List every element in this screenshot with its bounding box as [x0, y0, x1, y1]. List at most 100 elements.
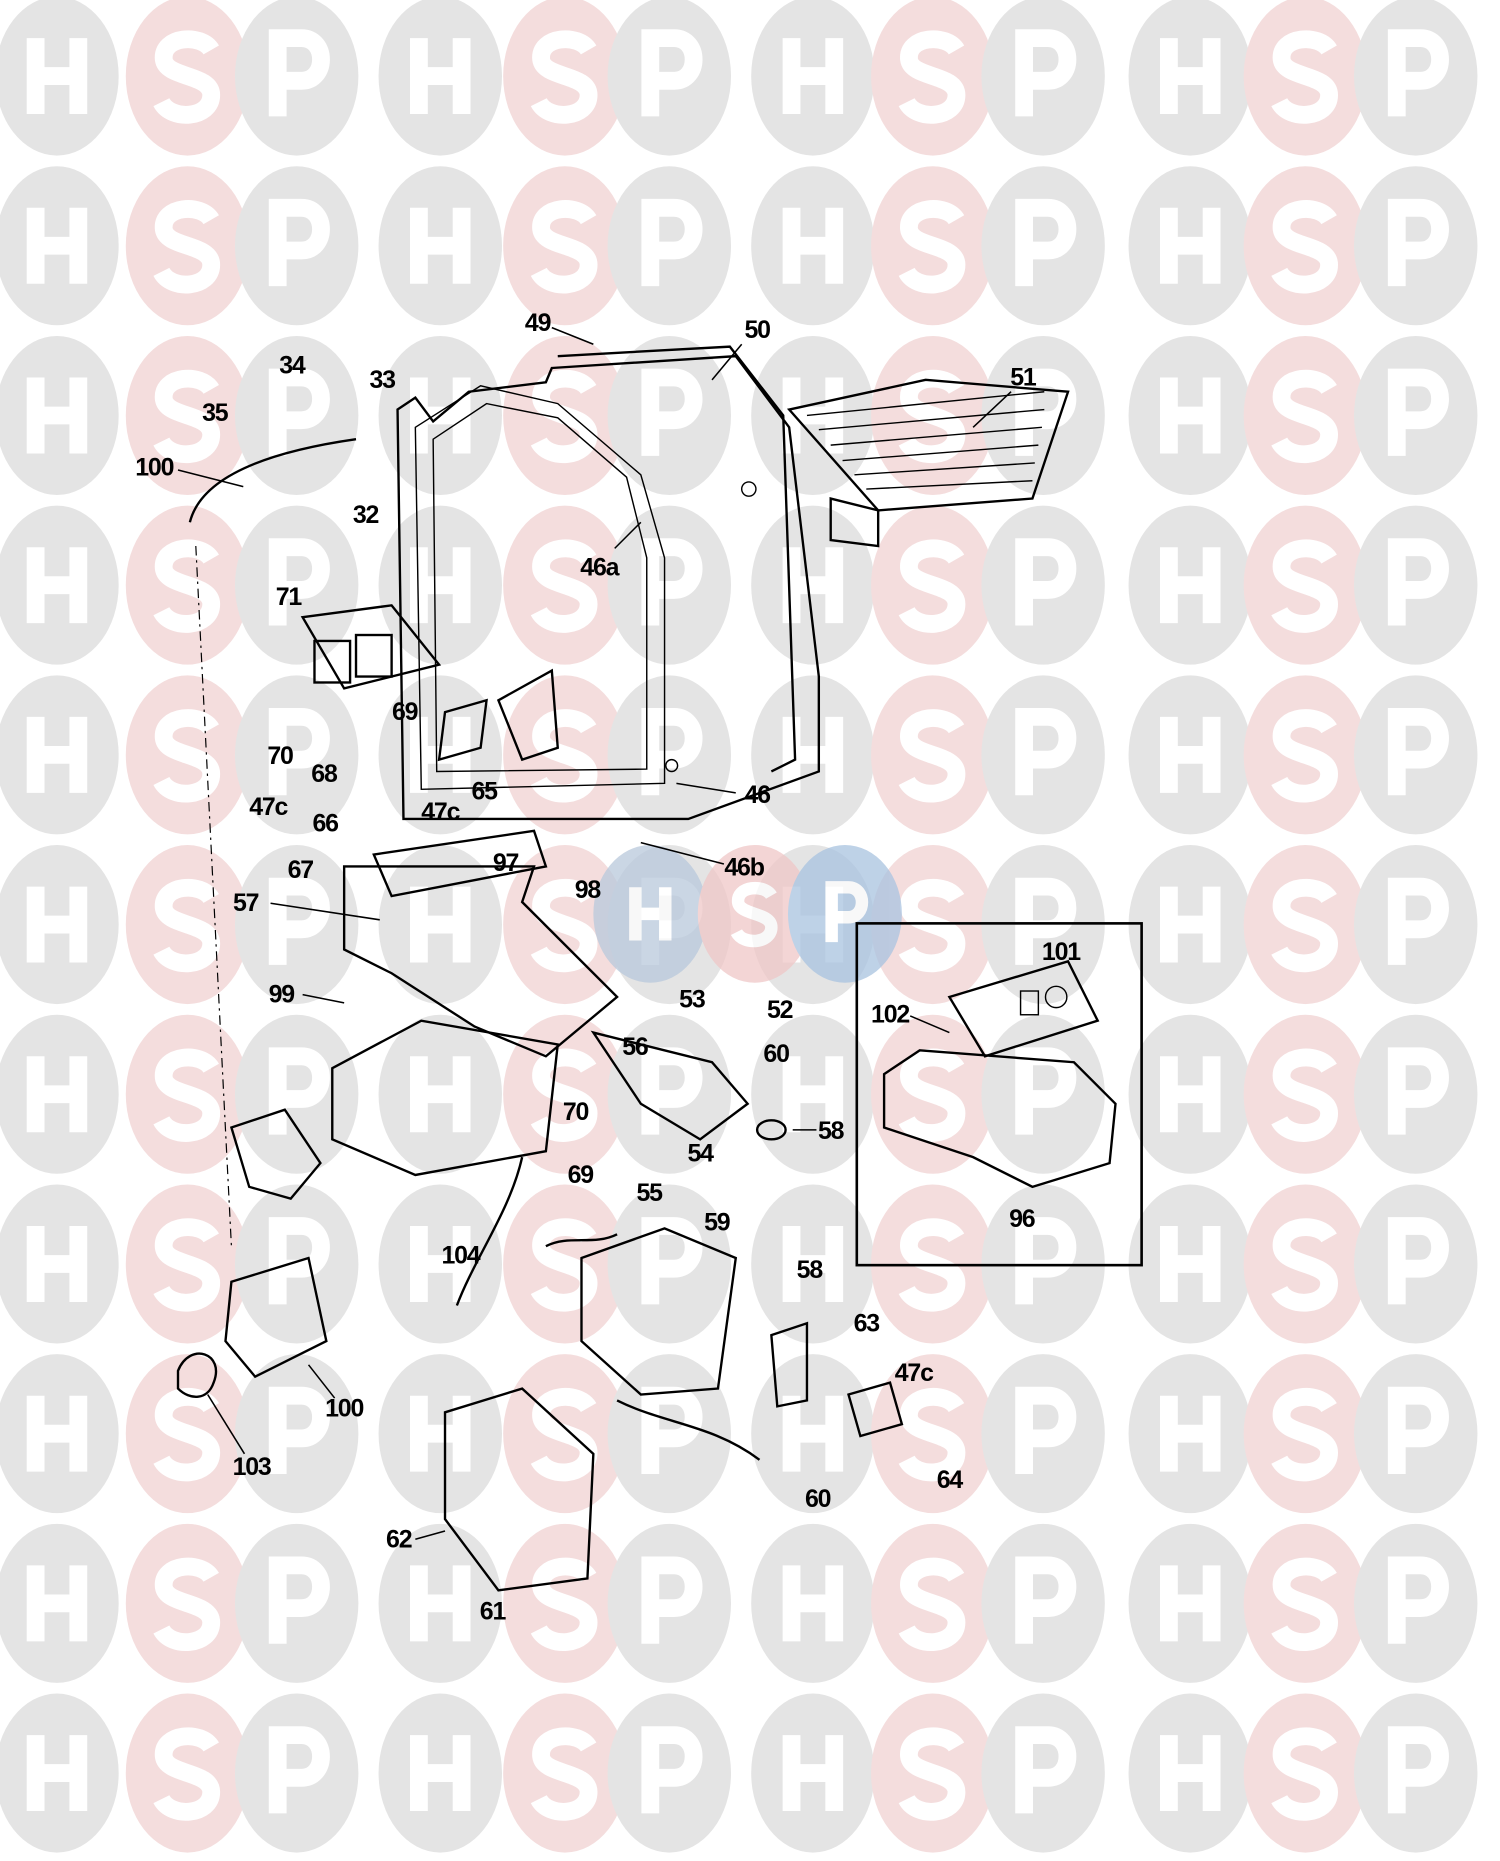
watermark-letter-p-icon — [641, 368, 703, 456]
label-102: 102 — [871, 1001, 909, 1029]
watermark-letter-s-icon — [1271, 1557, 1339, 1651]
watermark-letter-s-icon — [530, 539, 598, 633]
watermark-letter-h-icon — [782, 1565, 844, 1642]
watermark-letter-s-icon — [898, 1727, 966, 1821]
watermark-letter-p-icon — [1387, 29, 1449, 117]
watermark-letter-p-icon — [1015, 1556, 1077, 1644]
watermark-letter-h-icon — [26, 1056, 88, 1133]
label-65: 65 — [472, 778, 499, 806]
label-70: 70 — [267, 742, 293, 770]
watermark-letter-s-icon — [530, 200, 598, 294]
label-33: 33 — [369, 366, 395, 394]
burner-assembly — [786, 378, 1070, 548]
valve-cover — [443, 1387, 595, 1592]
watermark-letter-p-icon — [1015, 877, 1077, 965]
watermark-letter-s-icon — [1271, 369, 1339, 464]
label-58: 58 — [818, 1117, 845, 1145]
label-50: 50 — [744, 316, 770, 344]
part-labels: 49 50 51 34 33 35 100 32 46a 71 69 70 68… — [135, 309, 1082, 1626]
watermark-letter-s-icon — [153, 369, 221, 464]
watermark-letter-s-icon — [153, 1557, 221, 1651]
watermark-letter-s-icon — [1271, 709, 1339, 803]
watermark-letter-s-icon — [530, 1218, 598, 1312]
watermark-letter-h-icon — [782, 1225, 844, 1302]
watermark-letter-s-icon — [530, 1727, 598, 1821]
label-51: 51 — [1010, 363, 1037, 391]
label-68: 68 — [311, 760, 338, 788]
watermark-letter-p-icon — [268, 368, 330, 456]
watermark-letter-h-icon — [782, 38, 844, 115]
watermark-letter-h-icon — [1160, 547, 1221, 624]
logo-letter-s-icon — [730, 881, 778, 948]
label-47c: 47c — [895, 1359, 934, 1387]
label-34: 34 — [279, 352, 306, 380]
watermark-letter-s-icon — [153, 1048, 221, 1142]
watermark-letter-h-icon — [1160, 1056, 1221, 1133]
watermark-letter-p-icon — [1015, 29, 1077, 117]
watermark-letter-h-icon — [782, 207, 844, 284]
watermark-letter-p-icon — [268, 1386, 330, 1475]
label-60: 60 — [805, 1485, 831, 1513]
watermark-letter-s-icon — [898, 539, 966, 633]
watermark-letter-s-icon — [530, 369, 598, 464]
label-70: 70 — [563, 1098, 589, 1126]
label-49: 49 — [525, 309, 551, 337]
label-61: 61 — [480, 1598, 507, 1626]
watermark-letter-s-icon — [530, 1557, 598, 1651]
label-54: 54 — [687, 1140, 714, 1168]
watermark-letter-h-icon — [26, 38, 88, 115]
watermark-letter-h-icon — [410, 886, 471, 963]
watermark-letter-s-icon — [1271, 878, 1339, 973]
watermark-letter-s-icon — [898, 709, 966, 803]
watermark-letter-p-icon — [268, 538, 330, 626]
label-100: 100 — [135, 454, 173, 482]
watermark-letter-h-icon — [26, 886, 88, 963]
combustion-chamber-panel — [396, 345, 821, 821]
label-103: 103 — [233, 1453, 271, 1481]
watermark-letter-h-icon — [1160, 1735, 1221, 1812]
watermark-letter-h-icon — [1160, 1225, 1221, 1302]
watermark-letter-s-icon — [153, 200, 221, 294]
watermark-letter-h-icon — [26, 716, 88, 793]
watermark-letter-s-icon — [1271, 200, 1339, 294]
label-53: 53 — [679, 985, 705, 1013]
watermark-letter-h-icon — [1160, 716, 1221, 793]
watermark-letter-p-icon — [268, 1047, 330, 1135]
label-98: 98 — [575, 876, 602, 904]
logo-letter-h-icon — [629, 887, 672, 941]
leader-lines — [177, 326, 1012, 1541]
watermark-letter-p-icon — [268, 1556, 330, 1644]
watermark-letter-s-icon — [1271, 1218, 1339, 1312]
watermark-letter-p-icon — [268, 1217, 330, 1305]
inset-pcb-detail — [855, 922, 1143, 1267]
label-63: 63 — [854, 1309, 880, 1337]
label-55: 55 — [636, 1179, 663, 1207]
watermark-letter-h-icon — [782, 1056, 844, 1133]
watermark-letter-p-icon — [641, 1217, 703, 1305]
label-69: 69 — [392, 698, 418, 726]
watermark-letter-s-icon — [1271, 30, 1339, 124]
label-64: 64 — [937, 1466, 964, 1494]
watermark-letter-p-icon — [1387, 877, 1449, 965]
watermark-letter-p-icon — [641, 1556, 703, 1644]
watermark-letter-s-icon — [898, 30, 966, 124]
watermark-letter-s-icon — [898, 1048, 966, 1142]
watermark-letter-p-icon — [1015, 707, 1077, 796]
gas-valve — [545, 1227, 904, 1461]
control-box — [229, 1019, 787, 1306]
watermark-letter-p-icon — [1015, 1047, 1077, 1135]
watermark-letter-s-icon — [898, 200, 966, 294]
watermark-letter-s-icon — [153, 539, 221, 633]
watermark-letter-p-icon — [641, 1386, 703, 1475]
watermark-letter-p-icon — [268, 877, 330, 965]
watermark-letter-p-icon — [1015, 538, 1077, 626]
label-69: 69 — [568, 1161, 594, 1189]
watermark-letter-s-icon — [153, 878, 221, 973]
watermark-letter-p-icon — [1015, 1217, 1077, 1305]
watermark-letter-p-icon — [1387, 538, 1449, 626]
watermark-letter-p-icon — [1387, 1726, 1449, 1814]
label-47c: 47c — [421, 798, 460, 826]
label-35: 35 — [202, 399, 229, 427]
